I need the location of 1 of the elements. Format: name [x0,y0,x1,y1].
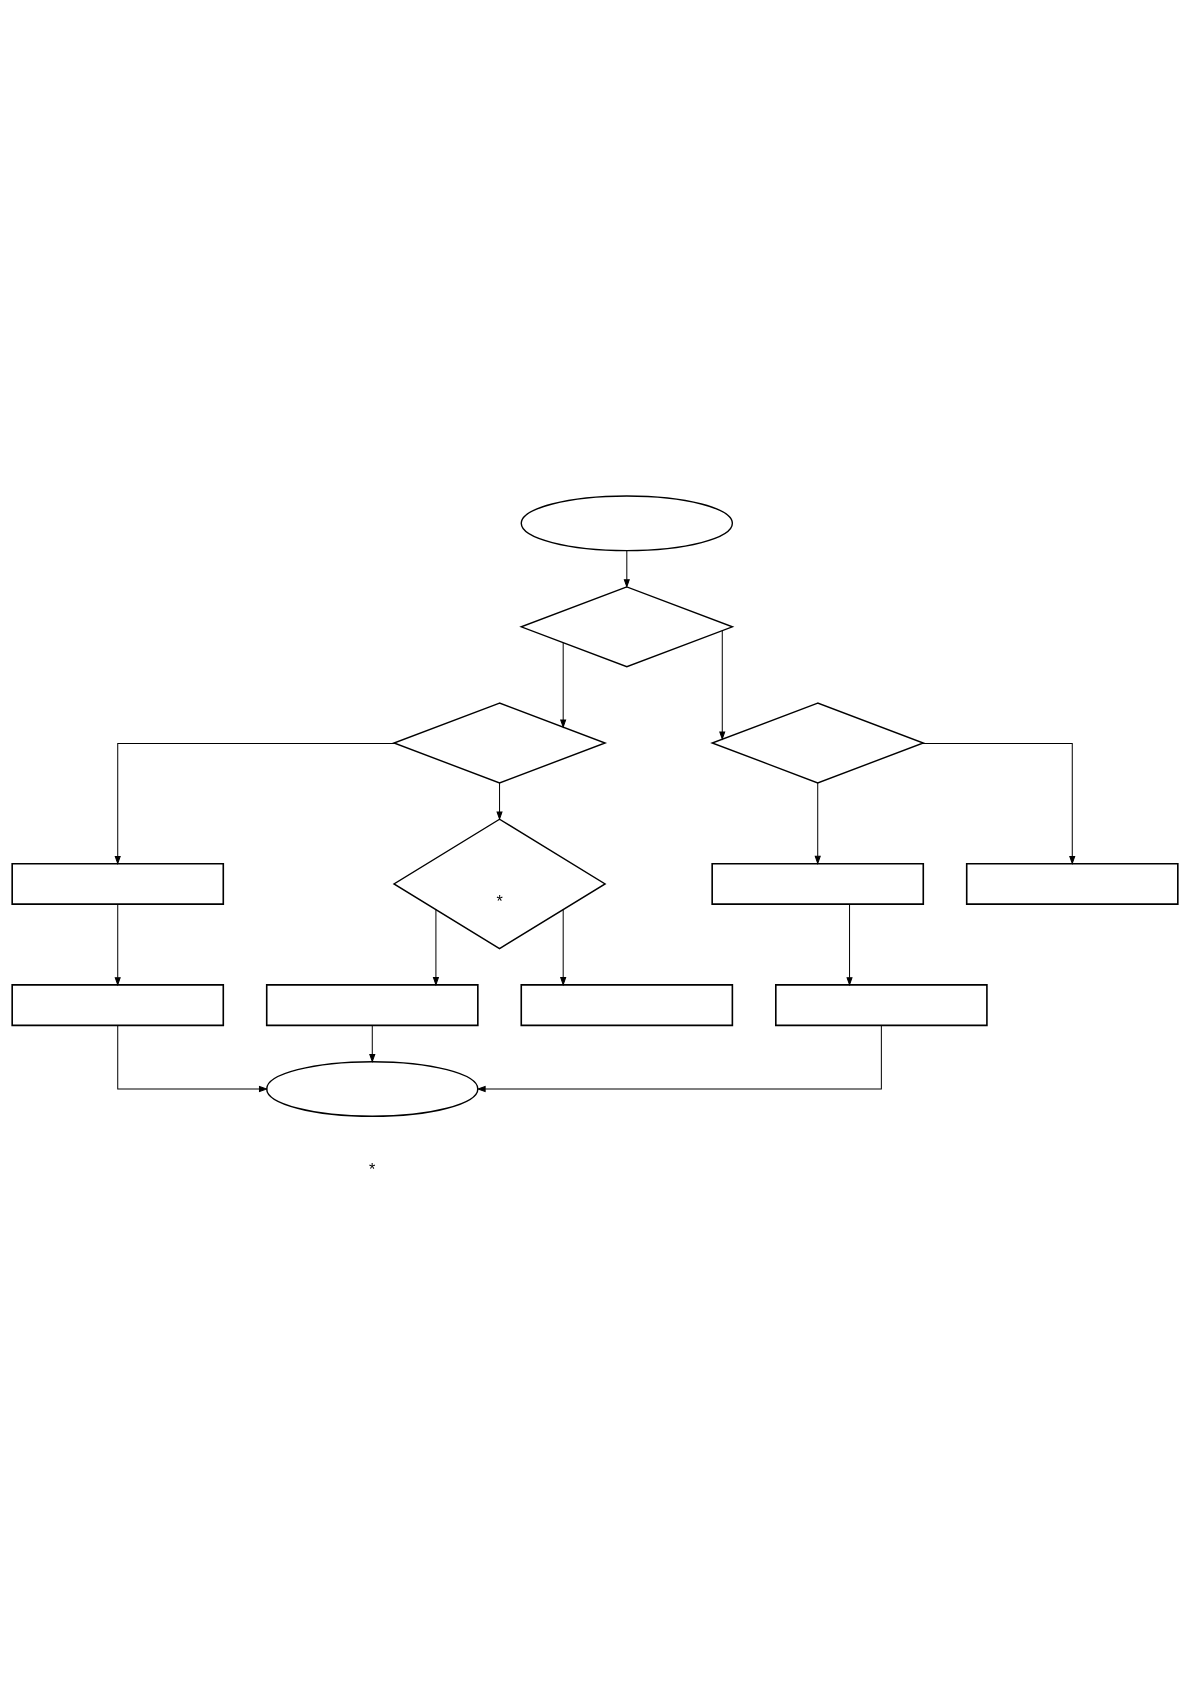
label: * [369,1159,376,1178]
